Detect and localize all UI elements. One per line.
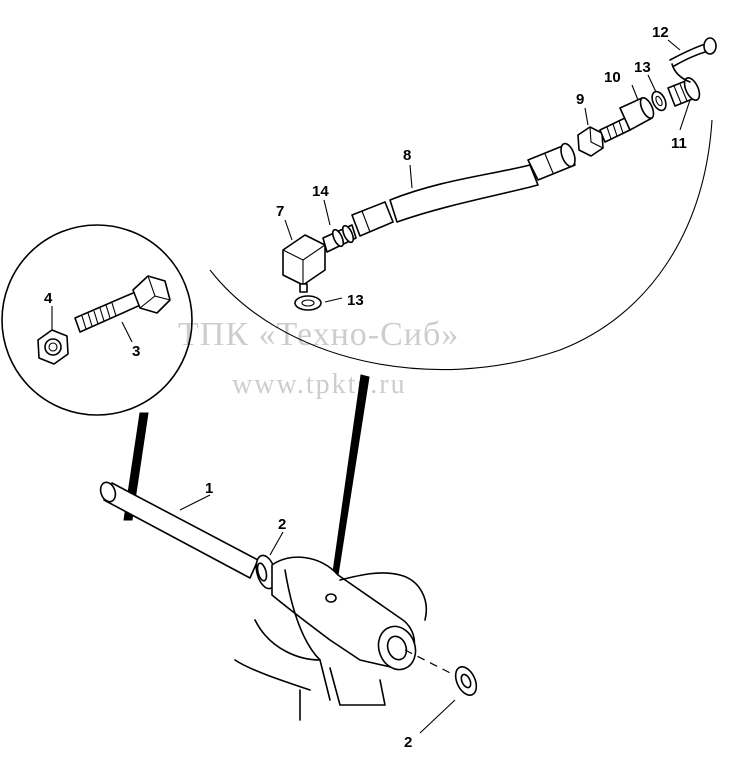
nut-part-9: [577, 126, 604, 157]
pipe-part-12: [669, 37, 717, 83]
angle-fitting-part-7: [282, 234, 326, 293]
washer-part-2-upper: [255, 554, 277, 590]
lever-bracket: [234, 556, 427, 721]
callout-13-lower: 13: [347, 292, 364, 309]
callout-12: 12: [652, 24, 669, 41]
callout-14: 14: [312, 183, 329, 200]
callout-4: 4: [44, 290, 53, 307]
callout-10: 10: [604, 69, 621, 86]
banjo-part-11: [667, 77, 701, 107]
callout-3: 3: [132, 343, 140, 360]
callout-2-lower: 2: [404, 734, 412, 751]
adapter-part-14: [322, 224, 357, 253]
watermark-url: www.tpkts.ru: [232, 369, 407, 400]
washer-part-2-lower: [454, 666, 478, 696]
detail-leader-right: [330, 374, 370, 589]
callout-2-upper: 2: [278, 516, 286, 533]
nut-part-4: [37, 329, 69, 365]
callout-11: 11: [671, 135, 687, 152]
washer-part-13-lower: [294, 295, 322, 311]
detail-arc: [209, 119, 713, 371]
pin-part-1: [99, 481, 259, 579]
washer-part-13-upper: [651, 90, 667, 112]
callout-13-upper: 13: [634, 59, 651, 76]
hose-part-8: [351, 142, 576, 237]
callout-8: 8: [403, 147, 411, 164]
bolt-part-3: [74, 275, 171, 333]
leader-lines: [51, 39, 691, 734]
callout-1: 1: [205, 480, 213, 497]
stud-part-10: [599, 97, 655, 143]
callout-9: 9: [576, 91, 584, 108]
detail-circle: [1, 224, 193, 416]
callout-7: 7: [276, 203, 284, 220]
